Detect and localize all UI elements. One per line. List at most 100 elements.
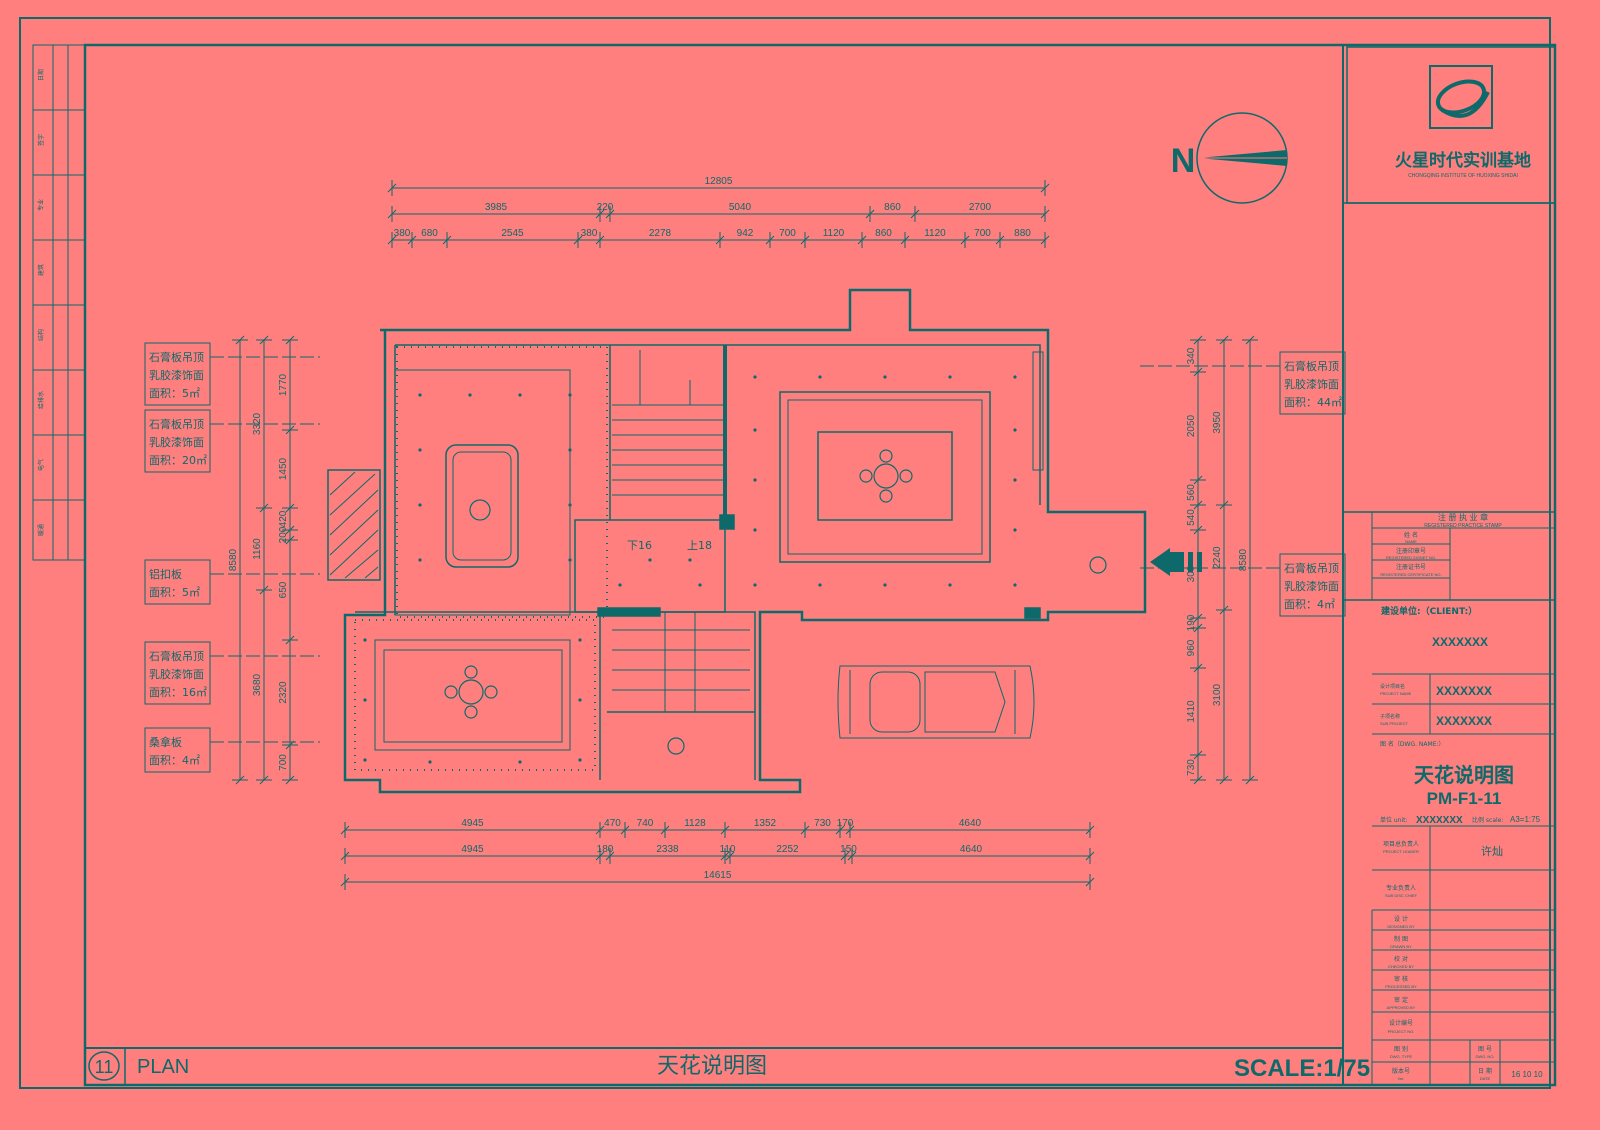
sub-project-value: XXXXXXX <box>1436 714 1492 728</box>
version-label: 版本号 <box>1392 1067 1410 1075</box>
callout-line: 石膏板吊顶 <box>1284 359 1339 373</box>
company-logo <box>1435 79 1490 118</box>
project-label: 设计项目名 <box>1380 683 1405 690</box>
strip-label: 结构 <box>37 329 45 341</box>
dim-right-inner: 730 <box>1186 759 1197 776</box>
plan-label: PLAN <box>137 1056 189 1078</box>
dim-right-outer: 8580 <box>1238 548 1249 571</box>
callout-line: 乳胶漆饰面 <box>1284 377 1339 391</box>
name-en: NAME <box>1405 539 1417 544</box>
checked-label: 校 对 <box>1394 955 1408 963</box>
dwg-no-label: 图 号 <box>1478 1046 1492 1053</box>
dim-top-row3: 2545 <box>501 228 524 239</box>
dim-top-row2: 2700 <box>969 202 992 213</box>
callout-line: 石膏板吊顶 <box>149 350 204 364</box>
dim-right-mid: 3100 <box>1212 683 1223 706</box>
dim-bottom-row1: 730 <box>814 818 831 829</box>
callout-line: 乳胶漆饰面 <box>1284 579 1339 593</box>
dim-left-inner: 1450 <box>278 457 289 480</box>
callout-line: 石膏板吊顶 <box>1284 561 1339 575</box>
practice-seal-en: REGISTERED PRACTICE STAMP <box>1424 523 1502 529</box>
processed-en: PROCESSED BY <box>1385 984 1417 989</box>
sheet-footer: 11 PLAN 天花说明图 SCALE:1/75 <box>88 1051 1370 1082</box>
dim-top-row3: 1120 <box>924 228 946 239</box>
dim-bottom-row2: 2252 <box>776 844 799 855</box>
callout-line: 石膏板吊顶 <box>149 417 204 431</box>
dim-left-inner: 200 <box>278 526 289 543</box>
dim-left-mid: 1160 <box>252 538 263 560</box>
dim-top-row3: 380 <box>581 228 598 239</box>
sheet-frames <box>19 17 1557 1089</box>
title-block-texts: 火星时代实训基地 CHONGQING INSTITUTE OF HUOXING … <box>1380 150 1543 1081</box>
project-leader-en: PROJECT LEADER <box>1383 849 1419 854</box>
dim-left-inner: 650 <box>278 581 289 598</box>
dim-left-inner: 700 <box>278 754 289 771</box>
reg-cert-label: 注册证书号 <box>1396 563 1426 571</box>
strip-label: 签字 <box>37 134 45 146</box>
reg-no-en: REGISTERED SIGNET NO. <box>1386 555 1436 560</box>
company-name-cn: 火星时代实训基地 <box>1395 150 1531 171</box>
dim-bottom-row2: 180 <box>597 844 614 855</box>
designed-label: 设 计 <box>1394 915 1408 923</box>
dim-top-row2: 3985 <box>485 202 508 213</box>
name-label: 姓 名 <box>1404 531 1418 539</box>
project-en: PROJECT NAME <box>1380 691 1412 696</box>
dim-right-inner: 300 <box>1186 565 1197 582</box>
dim-top-row3: 680 <box>421 228 438 239</box>
dim-bottom-row2: 4945 <box>461 844 484 855</box>
dim-top-total: 12805 <box>705 176 733 187</box>
dwg-type-label: 图 别 <box>1394 1045 1408 1053</box>
plan-title: 天花说明图 <box>657 1054 767 1079</box>
callout-line: 乳胶漆饰面 <box>149 667 204 681</box>
dim-bottom-row1: 470 <box>604 818 621 829</box>
strip-label: 日期 <box>37 69 45 81</box>
dim-bottom-total: 14615 <box>704 870 732 881</box>
date-en: DATE <box>1480 1076 1491 1081</box>
company-name-en: CHONGQING INSTITUTE OF HUOXING SHIDAI <box>1408 173 1518 179</box>
unit-value: XXXXXXX <box>1416 815 1463 826</box>
callout-line: 面积：5㎡ <box>149 387 200 400</box>
dim-bottom-row1: 1352 <box>754 818 777 829</box>
dim-left-inner: 1770 <box>278 373 289 396</box>
reg-cert-en: REGISTERED CERTIFICATE NO. <box>1380 572 1441 577</box>
dim-bottom-row2: 4640 <box>960 844 983 855</box>
strip-label: 建筑 <box>37 264 45 276</box>
dim-right-mid: 2240 <box>1212 546 1223 569</box>
client-value: XXXXXXX <box>1432 635 1488 649</box>
dim-left-inner: 420 <box>278 510 289 527</box>
scale-value: A3=1:75 <box>1510 815 1541 824</box>
approved-en: APPROVED BY <box>1387 1005 1416 1010</box>
ceiling-downlights <box>363 375 1017 764</box>
version-en: Ver. <box>1398 1076 1405 1081</box>
strip-label: 给排水 <box>37 391 45 409</box>
callout-line: 面积：4㎡ <box>149 754 200 767</box>
dim-bottom-row1: 4640 <box>959 818 982 829</box>
callout-line: 面积：44㎡ <box>1284 396 1342 409</box>
drawing-name-label: 图 名（DWG. NAME:） <box>1380 740 1445 748</box>
drawing-number: PM-F1-11 <box>1427 789 1502 808</box>
stair-up-label: 上18 <box>687 539 712 552</box>
practice-seal-cn: 注 册 执 业 章 <box>1438 512 1488 522</box>
floor-plan <box>327 288 1202 794</box>
dim-right-mid: 3950 <box>1212 411 1223 434</box>
north-arrow: N <box>1171 112 1288 204</box>
dim-bottom-row1: 170 <box>837 818 854 829</box>
material-callouts: 石膏板吊顶乳胶漆饰面面积：5㎡石膏板吊顶乳胶漆饰面面积：20㎡铝扣板面积：5㎡石… <box>144 342 1346 773</box>
dim-top-row3: 700 <box>974 228 991 239</box>
strip-label: 暖通 <box>37 524 45 536</box>
project-leader-value: 许灿 <box>1481 845 1503 858</box>
dim-left-outer: 8580 <box>228 548 239 571</box>
project-value: XXXXXXX <box>1436 684 1492 698</box>
dim-top-row2: 5040 <box>729 202 752 213</box>
dim-right-inner: 540 <box>1186 509 1197 526</box>
sub-chief-en: SUB DISC CHIEF <box>1385 893 1418 898</box>
dim-right-inner: 560 <box>1186 484 1197 501</box>
project-no-label: 设计编号 <box>1389 1019 1413 1027</box>
dim-top-row3: 860 <box>875 228 892 239</box>
